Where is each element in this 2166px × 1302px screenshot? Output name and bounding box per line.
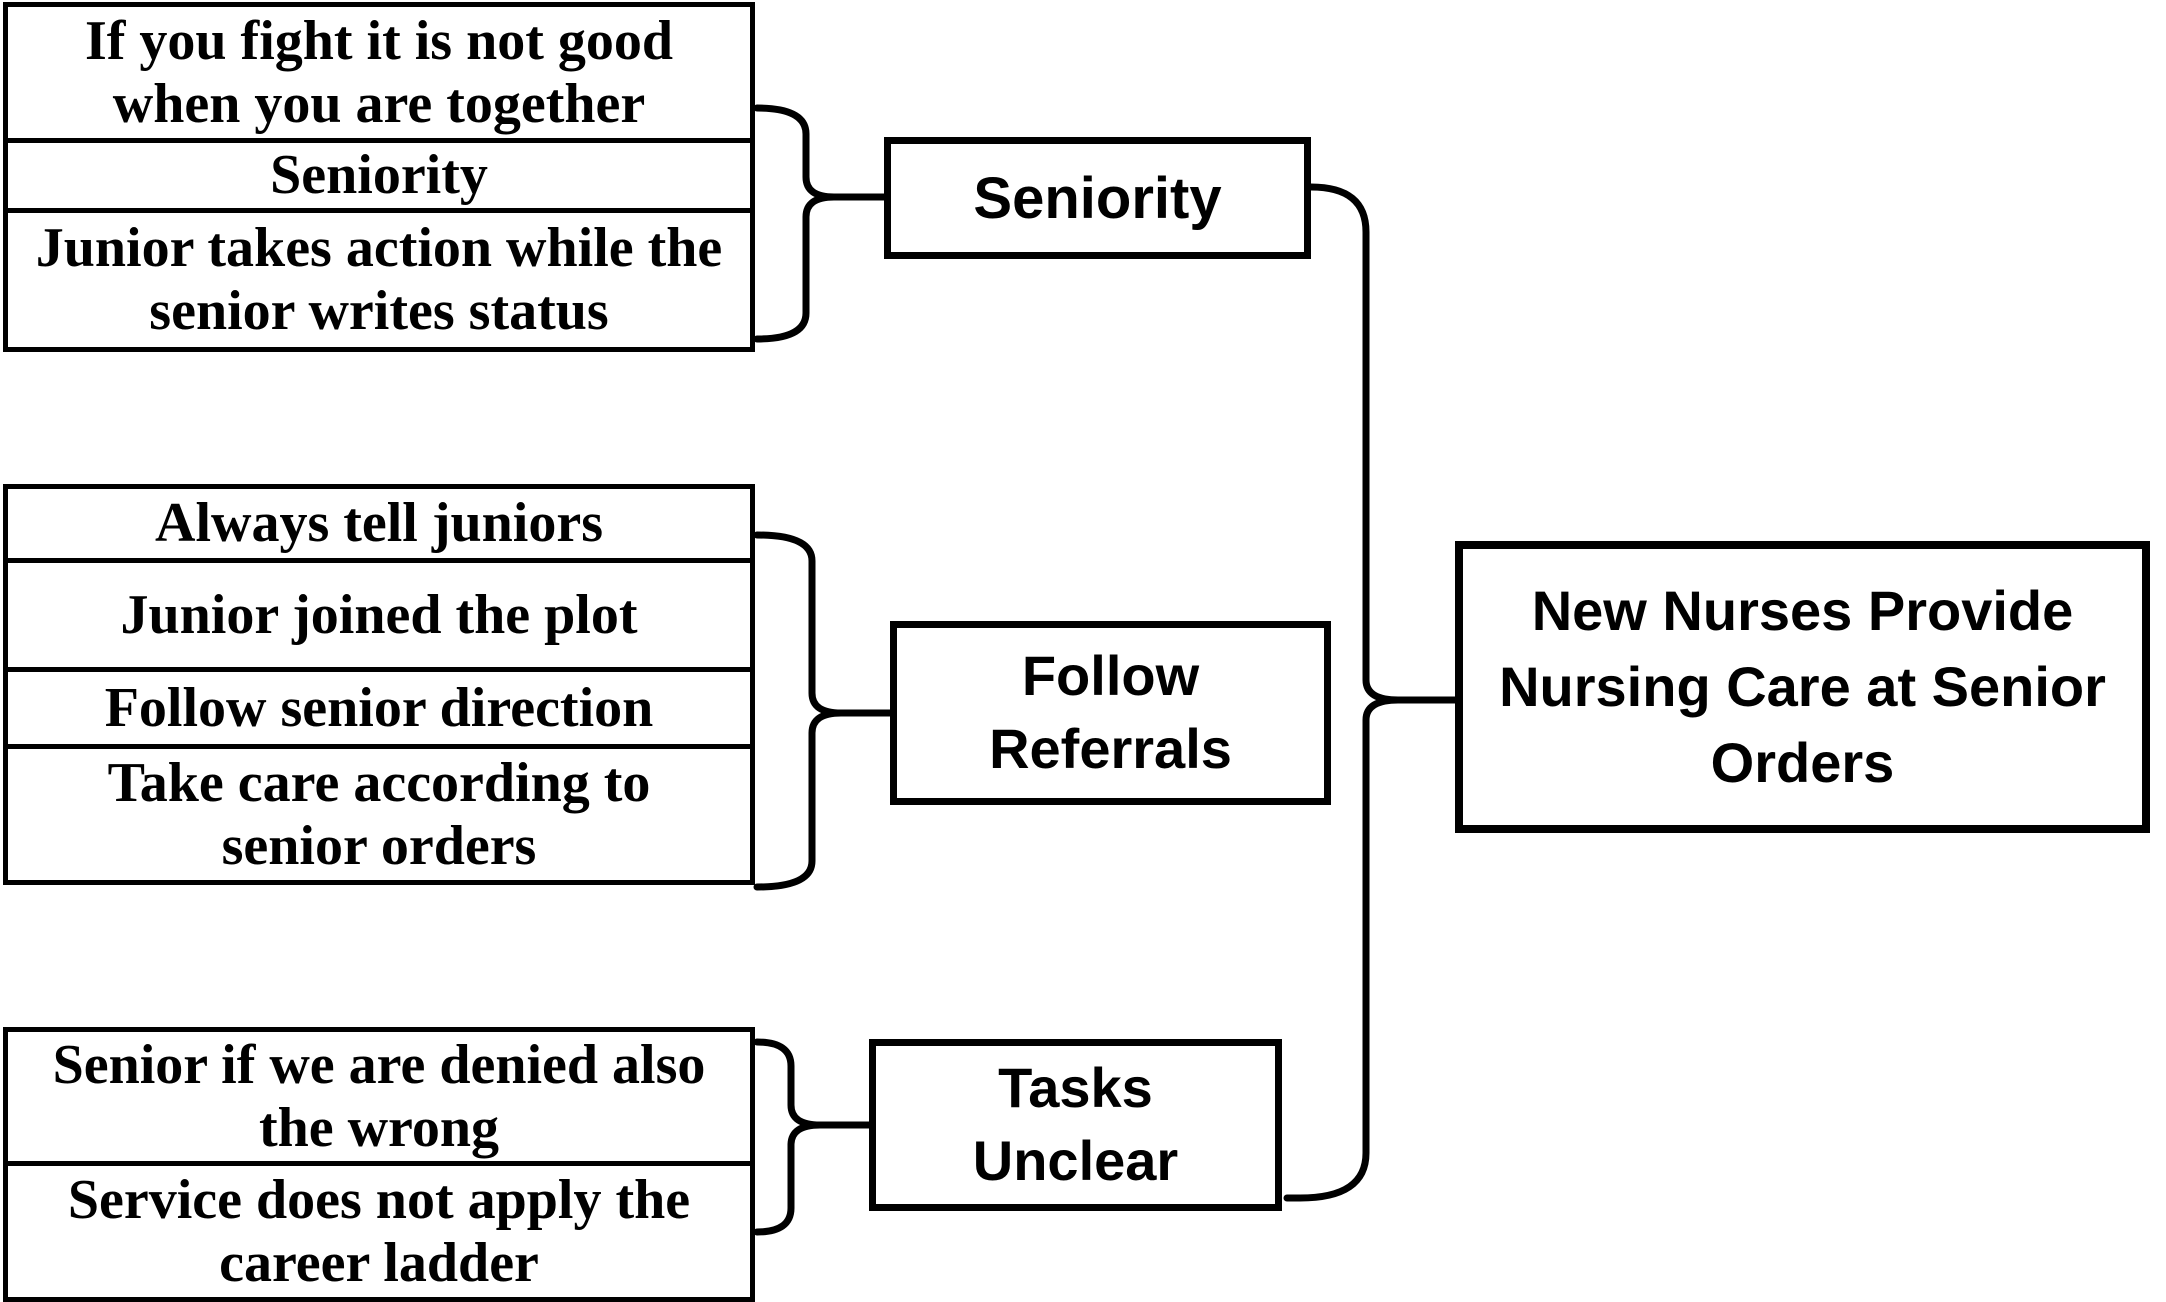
code-box: Service does not apply the career ladder: [3, 1161, 755, 1302]
category-box-tasks-unclear: Tasks Unclear: [869, 1039, 1282, 1211]
code-box: Seniority: [3, 138, 755, 213]
code-box: Junior takes action while the senior wri…: [3, 208, 755, 352]
code-box: If you fight it is not good when you are…: [3, 2, 755, 143]
code-group-seniority: If you fight it is not good when you are…: [3, 2, 755, 352]
code-box: Take care according to senior orders: [3, 744, 755, 885]
curly-brace-group-3: [753, 1038, 821, 1236]
code-box: Always tell juniors: [3, 484, 755, 563]
curly-brace-group-2: [753, 531, 842, 891]
category-box-follow-referrals: Follow Referrals: [890, 621, 1331, 805]
category-box-seniority: Seniority: [884, 137, 1311, 259]
code-box: Follow senior direction: [3, 667, 755, 749]
theme-box: New Nurses Provide Nursing Care at Senio…: [1455, 541, 2150, 833]
code-group-follow-referrals: Always tell juniors Junior joined the pl…: [3, 484, 755, 885]
code-group-tasks-unclear: Senior if we are denied also the wrong S…: [3, 1027, 755, 1302]
code-box: Junior joined the plot: [3, 558, 755, 672]
curly-brace-group-1: [753, 104, 835, 343]
code-box: Senior if we are denied also the wrong: [3, 1027, 755, 1166]
